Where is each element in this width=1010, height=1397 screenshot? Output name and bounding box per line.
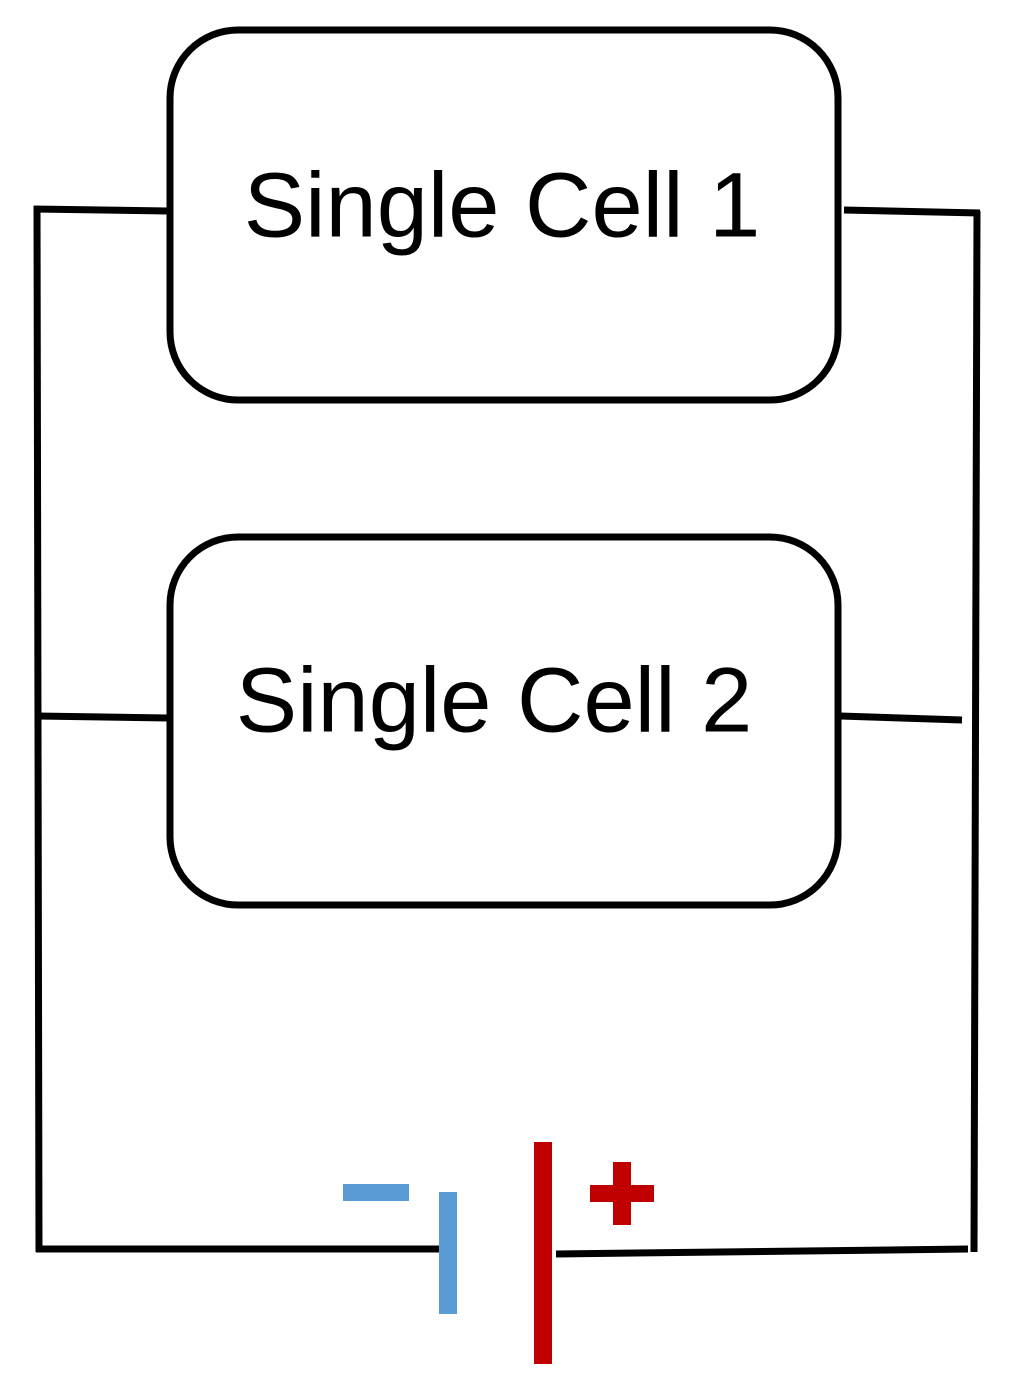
cell1-right-lead-wire	[843, 206, 981, 217]
battery	[343, 1142, 654, 1364]
cell-2-box	[166, 533, 842, 909]
single-cell-1: Single Cell 1	[166, 26, 842, 404]
right-rail-wire	[970, 210, 981, 1253]
cell-1-label: Single Cell 1	[244, 154, 761, 256]
cell-1-box	[166, 26, 842, 404]
left-rail-wire	[33, 205, 43, 1253]
cell2-left-lead-wire	[36, 712, 169, 722]
cell-2-label: Single Cell 2	[236, 649, 753, 751]
single-cell-2: Single Cell 2	[166, 533, 842, 909]
bottom-right-wire	[555, 1245, 969, 1258]
cell1-left-lead-wire	[33, 205, 169, 215]
battery-minus-sign	[343, 1184, 409, 1201]
battery-plus-sign	[590, 1162, 654, 1225]
cell2-right-lead-wire	[839, 712, 963, 724]
